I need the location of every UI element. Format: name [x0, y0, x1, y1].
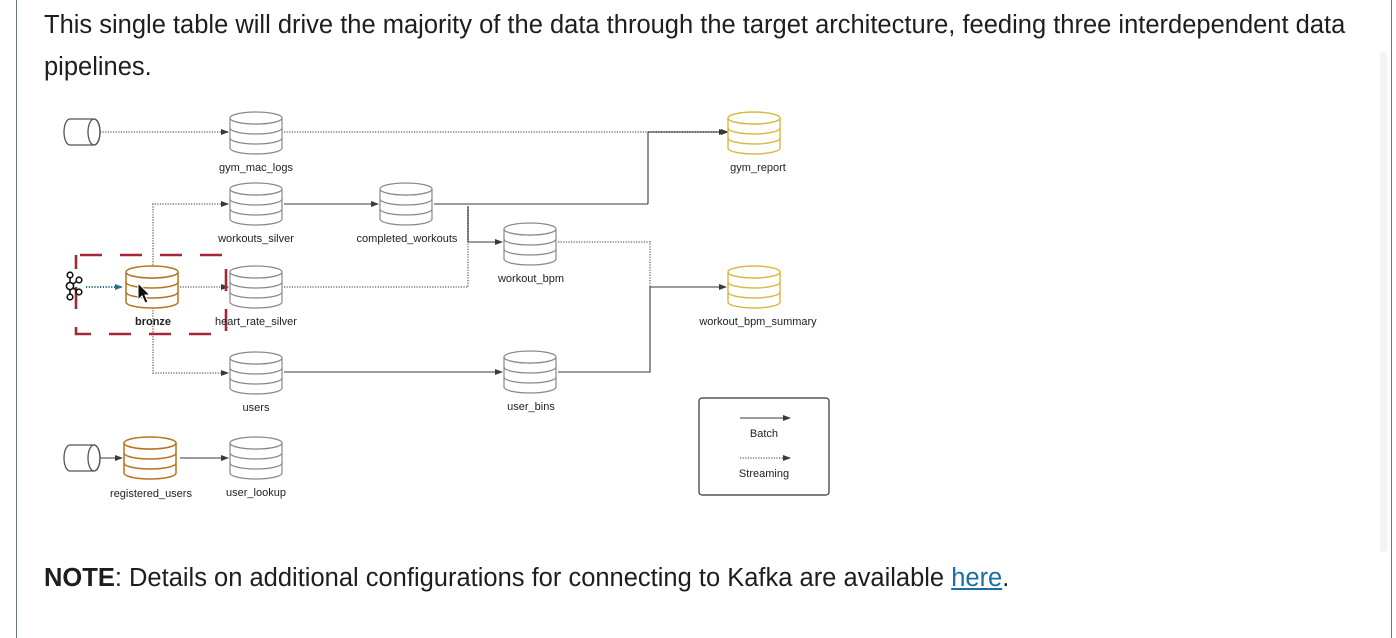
- bronze-label: bronze: [135, 316, 171, 328]
- gym-mac-logs-icon: [230, 112, 282, 154]
- streaming-edges: [100, 132, 728, 373]
- registered-users-source-icon: [64, 445, 100, 471]
- kafka-config-link[interactable]: here: [951, 564, 1002, 592]
- note-label: NOTE: [44, 564, 115, 592]
- legend-streaming-label: Streaming: [739, 468, 789, 480]
- completed-workouts-icon: [380, 183, 432, 225]
- note-paragraph: NOTE: Details on additional configuratio…: [44, 561, 1009, 595]
- scrollbar-thumb[interactable]: [1380, 52, 1387, 552]
- gym-report-label: gym_report: [730, 162, 786, 174]
- registered-users-label: registered_users: [110, 488, 192, 500]
- user-lookup-icon: [230, 437, 282, 479]
- heart-rate-silver-icon: [230, 266, 282, 308]
- legend: Batch Streaming: [699, 398, 829, 495]
- legend-batch-label: Batch: [750, 428, 778, 440]
- workout-bpm-label: workout_bpm: [497, 273, 564, 285]
- gym-logs-source-icon: [64, 119, 100, 145]
- user-bins-icon: [504, 351, 556, 393]
- note-end: .: [1002, 564, 1009, 592]
- workouts-silver-label: workouts_silver: [217, 233, 294, 245]
- gym-report-icon: [728, 112, 780, 154]
- bronze-icon: [126, 266, 178, 308]
- workout-bpm-summary-label: workout_bpm_summary: [698, 316, 817, 328]
- users-icon: [230, 352, 282, 394]
- pipeline-diagram: gym_mac_logs workouts_silver completed_w…: [0, 0, 1396, 607]
- user-bins-label: user_bins: [507, 401, 555, 413]
- note-text: : Details on additional configurations f…: [115, 564, 951, 592]
- heart-rate-silver-label: heart_rate_silver: [215, 316, 297, 328]
- batch-edges: [100, 132, 726, 458]
- kafka-icon: [66, 272, 81, 300]
- workout-bpm-icon: [504, 223, 556, 265]
- workouts-silver-icon: [230, 183, 282, 225]
- user-lookup-label: user_lookup: [226, 487, 286, 499]
- scrollbar[interactable]: [1379, 0, 1388, 607]
- registered-users-icon: [124, 437, 176, 479]
- gym-mac-logs-label: gym_mac_logs: [219, 162, 293, 174]
- users-label: users: [243, 402, 270, 414]
- workout-bpm-summary-icon: [728, 266, 780, 308]
- completed-workouts-label: completed_workouts: [357, 233, 458, 245]
